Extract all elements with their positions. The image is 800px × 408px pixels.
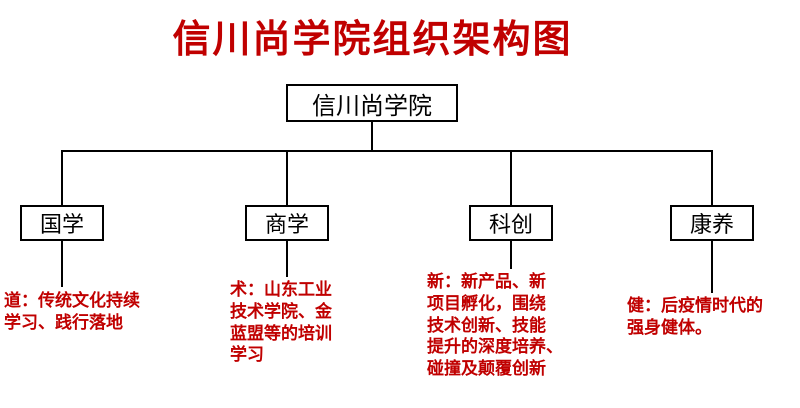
desc-guoxue: 道：传统文化持续 学习、践行落地 [4, 291, 140, 332]
desc-shangxue: 术：山东工业 技术学院、金 蓝盟等的培训 学习 [230, 280, 332, 365]
connector-desc-kechuang [510, 241, 512, 269]
org-node-kangyang: 康养 [670, 205, 754, 241]
org-node-kechuang: 科创 [469, 205, 553, 241]
org-node-root: 信川尚学院 [286, 84, 458, 122]
connector-drop-kechuang [510, 150, 512, 205]
org-node-kangyang-label: 康养 [689, 212, 734, 237]
org-node-shangxue: 商学 [245, 205, 329, 241]
org-node-root-label: 信川尚学院 [312, 92, 432, 120]
org-node-kechuang-label: 科创 [488, 212, 533, 237]
chart-title: 信川尚学院组织架构图 [172, 19, 573, 61]
connector-horizontal-rail [61, 150, 713, 152]
connector-desc-guoxue [61, 241, 63, 287]
connector-root-drop [371, 122, 373, 150]
connector-drop-guoxue [61, 150, 63, 205]
connector-desc-shangxue [286, 241, 288, 277]
connector-desc-kangyang [711, 241, 713, 293]
connector-drop-kangyang [711, 150, 713, 205]
desc-kangyang: 健：后疫情时代的 强身健体。 [627, 296, 763, 337]
org-node-guoxue-label: 国学 [39, 212, 84, 237]
desc-kechuang: 新：新产品、新 项目孵化，围绕 技术创新、技能 提升的深度培养、 碰撞及颠覆创新 [427, 272, 563, 378]
connector-drop-shangxue [286, 150, 288, 205]
org-node-guoxue: 国学 [20, 205, 104, 241]
org-node-shangxue-label: 商学 [264, 212, 309, 237]
